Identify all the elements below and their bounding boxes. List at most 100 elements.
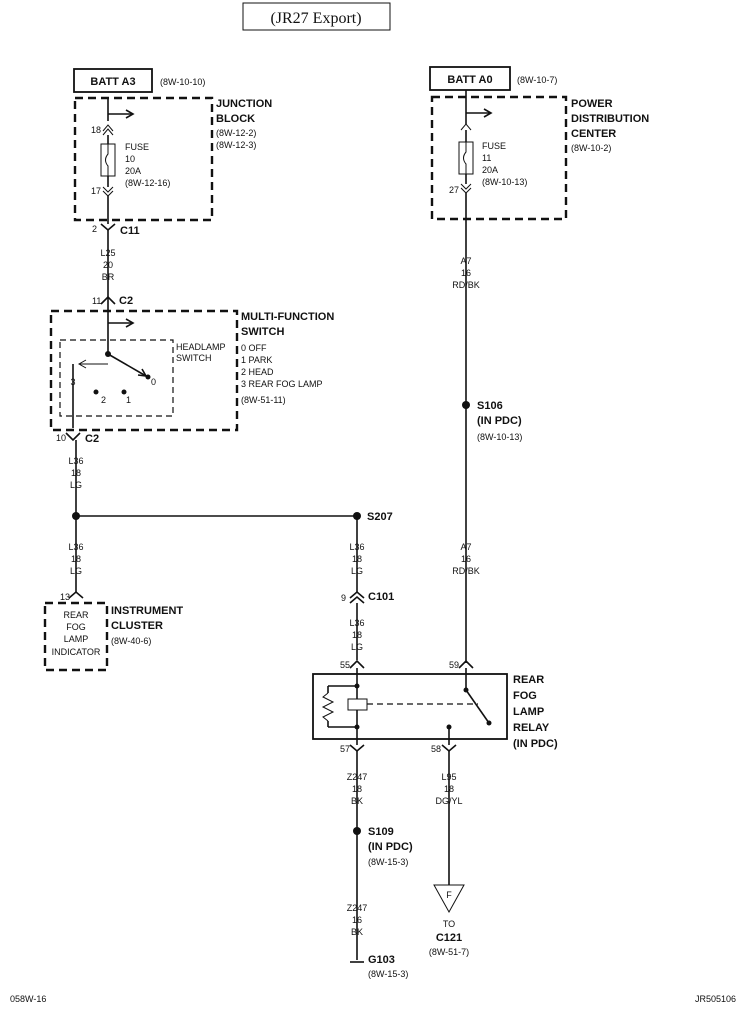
c11-label: C11 <box>120 225 140 237</box>
a7b-color: RD/BK <box>452 566 480 576</box>
connector-f-label: C121 <box>436 932 462 944</box>
c101-pin: 9 <box>341 593 346 603</box>
batt-a3-label: BATT A3 <box>90 76 135 88</box>
pdc-name-3: CENTER <box>571 128 616 140</box>
a7b-circuit: A7 <box>460 542 471 552</box>
title: (JR27 Export) <box>270 10 361 27</box>
jb-name-1: JUNCTION <box>216 98 272 110</box>
z247a-circuit: Z247 <box>347 772 368 782</box>
fuse10-label: FUSE <box>125 142 149 152</box>
batt-a0-label: BATT A0 <box>447 74 492 86</box>
c2-top-label: C2 <box>119 295 133 307</box>
relay-name-2: FOG <box>513 690 537 702</box>
g103-label: G103 <box>368 954 395 966</box>
g103-ref: (8W-15-3) <box>368 969 408 979</box>
l36b-color: LG <box>70 566 82 576</box>
mfs-pos3: 3 REAR FOG LAMP <box>241 379 323 389</box>
batt-a3-ref: (8W-10-10) <box>160 77 205 87</box>
l95-gauge: 18 <box>444 784 454 794</box>
batt-a0-box <box>429 66 511 91</box>
footer-right: JR505106 <box>695 994 736 1004</box>
sw-pos-2: 2 <box>101 395 106 405</box>
pdc-name-1: POWER <box>571 98 613 110</box>
s109-label: S109 <box>368 826 394 838</box>
c101-connector <box>349 590 365 599</box>
l95-circuit: L95 <box>441 772 456 782</box>
connector-f-to: TO <box>443 919 455 929</box>
cluster-l2: FOG <box>66 622 86 632</box>
l36a-circuit: L36 <box>68 456 83 466</box>
s106-ref: (8W-10-13) <box>477 432 522 442</box>
a7a-color: RD/BK <box>452 280 480 290</box>
l36d-circuit: L36 <box>349 618 364 628</box>
fuse10-ref: (8W-12-16) <box>125 178 170 188</box>
l36c-gauge: 18 <box>352 554 362 564</box>
pdc-name-2: DISTRIBUTION <box>571 113 649 125</box>
sw-pos-3: 3 <box>70 377 75 387</box>
jb-ref-1: (8W-12-2) <box>216 128 256 138</box>
z247b-gauge: 16 <box>352 915 362 925</box>
l25-circuit: L25 <box>100 248 115 258</box>
jb-name-2: BLOCK <box>216 113 255 125</box>
mfs-pos0: 0 OFF <box>241 343 267 353</box>
mfs-pos1: 1 PARK <box>241 355 272 365</box>
relay-name-3: LAMP <box>513 706 544 718</box>
pdc-pin-27: 27 <box>449 185 459 195</box>
c2-bottom-pin: 10 <box>56 433 66 443</box>
z247a-gauge: 18 <box>352 784 362 794</box>
s109-sub: (IN PDC) <box>368 841 413 853</box>
a7a-gauge: 16 <box>461 268 471 278</box>
cluster-l1: REAR <box>63 610 89 620</box>
a7b-gauge: 16 <box>461 554 471 564</box>
pdc-outline <box>430 95 568 221</box>
z247a-color: BK <box>351 796 363 806</box>
s109-ref: (8W-15-3) <box>368 857 408 867</box>
sw-pos-0: 0 <box>151 377 156 387</box>
relay-name-1: REAR <box>513 674 544 686</box>
s106-splice <box>462 401 470 409</box>
mfs-name-1: MULTI-FUNCTION <box>241 311 334 323</box>
junction-block-outline <box>73 96 214 222</box>
batt-a0-ref: (8W-10-7) <box>517 75 557 85</box>
footer-left: 058W-16 <box>10 994 46 1004</box>
headlamp-label: HEADLAMP <box>176 342 226 352</box>
s106-sub: (IN PDC) <box>477 415 522 427</box>
l36a-color: LG <box>70 480 82 490</box>
l36d-color: LG <box>351 642 363 652</box>
relay-name-5: (IN PDC) <box>513 738 558 750</box>
l36d-gauge: 18 <box>352 630 362 640</box>
fuse11-num: 11 <box>482 153 491 163</box>
cluster-name-2: CLUSTER <box>111 620 163 632</box>
relay-pin-57: 57 <box>340 744 350 754</box>
pdc-ref: (8W-10-2) <box>571 143 611 153</box>
connector-triangle-icon <box>433 884 465 914</box>
mfs-ref: (8W-51-11) <box>241 395 286 405</box>
fuse10-amp: 20A <box>125 166 141 176</box>
l36a-gauge: 18 <box>71 468 81 478</box>
fuse11-amp: 20A <box>482 165 498 175</box>
instrument-cluster-outline <box>43 601 109 672</box>
relay-pin-55: 55 <box>340 660 350 670</box>
s207-label: S207 <box>367 511 393 523</box>
relay-pin-58: 58 <box>431 744 441 754</box>
rear-fog-lamp-relay <box>312 673 508 740</box>
relay-name-4: RELAY <box>513 722 550 734</box>
jb-pin-17: 17 <box>91 186 101 196</box>
c11-pin: 2 <box>92 224 97 234</box>
fuse11-ref: (8W-10-13) <box>482 177 527 187</box>
c2-bottom-label: C2 <box>85 433 99 445</box>
c11-connector <box>100 223 116 232</box>
title-box <box>242 2 391 31</box>
z247b-color: BK <box>351 927 363 937</box>
l36c-color: LG <box>351 566 363 576</box>
cluster-pin: 13 <box>60 592 70 602</box>
cluster-ref: (8W-40-6) <box>111 636 151 646</box>
cluster-l3: LAMP <box>64 634 89 644</box>
a7a-circuit: A7 <box>460 256 471 266</box>
cluster-name-1: INSTRUMENT <box>111 605 183 617</box>
jb-ref-2: (8W-12-3) <box>216 140 256 150</box>
s106-label: S106 <box>477 400 503 412</box>
l25-color: BR <box>102 272 115 282</box>
headlamp-switch-outline <box>59 339 174 417</box>
